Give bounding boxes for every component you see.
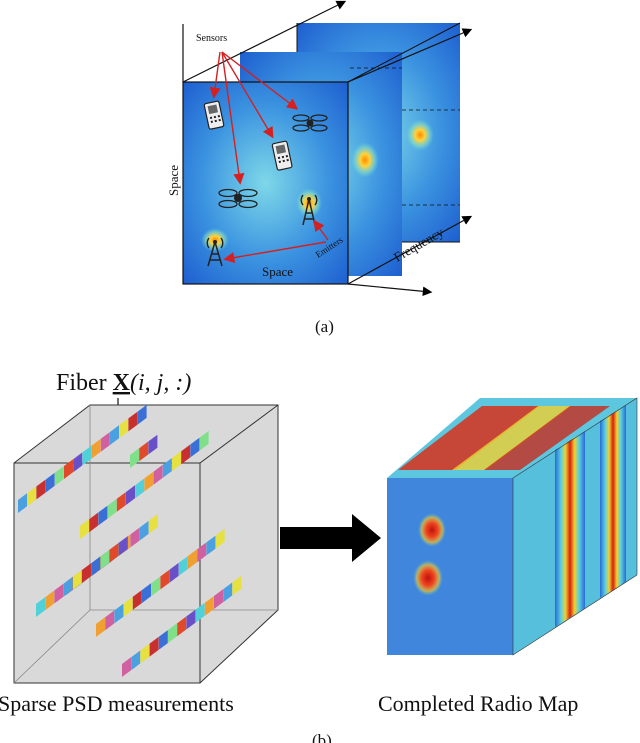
fiber-segment [168, 623, 177, 643]
fiber-segment [131, 650, 141, 671]
phone-icon [203, 100, 225, 130]
panel-a-tensor-diagram: Sensors Emitters Space Space Frequency (… [166, 0, 473, 336]
fiber-segment [144, 471, 154, 492]
fiber-segment [139, 520, 149, 541]
panel-b-completed-map: Completed Radio Map [378, 397, 638, 716]
axis-arrow-frequency-top [347, 28, 473, 83]
fiber-segment [128, 411, 138, 432]
fiber-segment [137, 404, 147, 425]
fiber-segment [110, 425, 119, 445]
fiber-segment [178, 556, 188, 576]
fiber-segment [232, 575, 242, 596]
axis-arrow-frequency [347, 215, 473, 285]
fiber-segment [148, 434, 158, 455]
tower-icon [300, 194, 318, 226]
tower-icon [206, 237, 224, 267]
fiber-segment [91, 438, 101, 459]
fiber-segment [153, 464, 163, 485]
fiber-segment [126, 485, 135, 505]
fiber-segment [188, 549, 197, 569]
fiber-segment [172, 451, 181, 471]
axis-arrow-space-horizontal [347, 283, 433, 297]
fiber-segment [149, 636, 159, 657]
fiber-segment [135, 478, 145, 499]
sparse-psd-label: Sparse PSD measurements [0, 691, 234, 716]
fiber-segment [206, 535, 216, 556]
fiber-segment [82, 445, 92, 466]
fiber-segment [142, 583, 151, 603]
fiber-segment [132, 590, 142, 610]
fiber-segment [148, 514, 158, 534]
fiber-segment [80, 519, 89, 539]
fiber-segment [82, 563, 91, 583]
fiber-segment [91, 556, 101, 577]
panel-b-sparse-tensor: Fiber X(i, j, :) Sparse PSD measurements [0, 370, 279, 716]
sensors-label: Sensors [196, 33, 227, 44]
fiber-segment [27, 486, 37, 507]
fiber-segment [18, 493, 27, 513]
drone-icon [218, 188, 258, 209]
fiber-segment [96, 617, 105, 637]
fiber-segment [197, 542, 207, 563]
fiber-segment [100, 432, 110, 452]
fiber-segment [177, 616, 187, 637]
fiber-segment [195, 602, 205, 623]
fiber-segment [214, 589, 223, 609]
fibers [18, 404, 242, 677]
fiber-segment [36, 597, 45, 617]
fiber-segment [140, 643, 150, 664]
axis-label-space-vertical: Space [166, 165, 181, 196]
fiber-segment [109, 542, 119, 563]
fiber-segment [45, 590, 55, 611]
fiber-label: Fiber X(i, j, :) [56, 370, 191, 396]
fiber-segment [151, 576, 161, 597]
fiber-segment [119, 418, 129, 439]
axis-arrow-top [182, 0, 347, 83]
drone-icon [292, 114, 328, 132]
fiber-segment [105, 610, 115, 631]
fiber-segment [130, 527, 140, 548]
fiber-segment [158, 630, 168, 650]
fiber-segment [130, 448, 139, 468]
fiber-segment [186, 609, 196, 630]
fiber-segment [114, 603, 124, 624]
fiber-segment [160, 569, 170, 590]
cube-left-face [387, 478, 513, 655]
fiber-segment [107, 498, 117, 519]
fiber-segment [118, 536, 128, 556]
fiber-segment [73, 452, 83, 473]
phone-icon [271, 140, 293, 171]
fiber-segment [100, 549, 110, 570]
emitter-arrows [223, 219, 329, 264]
fiber-segment [190, 437, 200, 458]
fiber-segment [36, 479, 46, 500]
fiber-segment [162, 458, 172, 478]
fiber-segment [54, 466, 64, 486]
fiber-segment [223, 582, 233, 603]
fiber-segment [63, 576, 73, 597]
fiber-segment [89, 512, 99, 533]
completion-arrow-icon [280, 514, 381, 562]
fiber-segment [199, 430, 209, 451]
fiber-segment [54, 583, 64, 604]
fiber-segment [181, 444, 191, 465]
axis-label-space-horizontal: Space [262, 264, 293, 279]
front-slice [182, 22, 461, 285]
fiber-segment [72, 570, 82, 590]
fiber-segment [215, 528, 225, 549]
fiber-segment [139, 441, 149, 462]
sensor-arrows [209, 51, 299, 185]
fiber-segment [64, 459, 73, 479]
fiber-segment [204, 596, 214, 616]
fiber-segment [98, 505, 108, 526]
fiber-segment [116, 492, 126, 512]
caption-b: (b) [312, 731, 332, 743]
completed-radio-map-label: Completed Radio Map [378, 691, 578, 716]
fiber-segment [45, 472, 55, 493]
fiber-segment [169, 562, 179, 583]
caption-a: (a) [315, 317, 334, 336]
fiber-segment [122, 657, 131, 677]
fiber-segment [123, 596, 133, 617]
